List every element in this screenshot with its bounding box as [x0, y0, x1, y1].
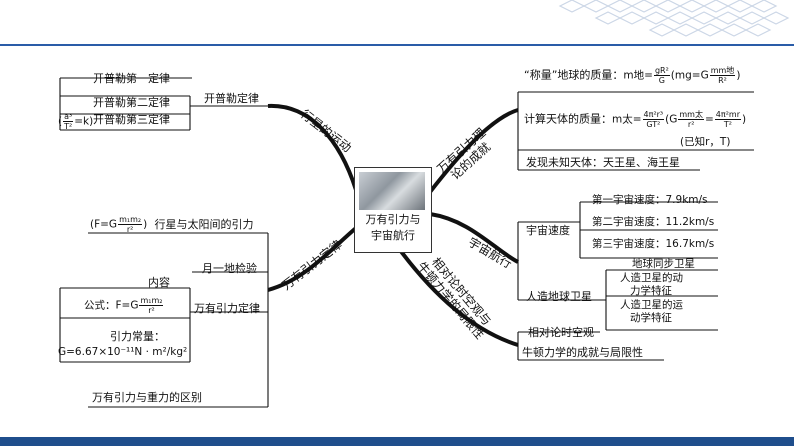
celestial-mass-lhs: m太= [612, 113, 642, 126]
sun-planet-prefix: (F=G [90, 218, 118, 231]
artificial-satellites-node: 人造地球卫星 [526, 290, 592, 303]
weigh-earth-num2: mm地 [709, 66, 736, 76]
celestial-end: ) [741, 113, 747, 126]
satellite-dynamics: 人造卫星的动 力学特征 [620, 272, 683, 298]
weigh-earth-mid: (mg=G [670, 69, 709, 82]
celestial-den3: T² [723, 120, 732, 129]
dynamics-line1: 人造卫星的动 [620, 272, 683, 284]
gravitation-den: r² [148, 306, 155, 315]
weigh-earth-num1: gR² [653, 66, 670, 76]
header-pattern [558, 0, 790, 37]
gravitation-formula-prefix: 公式：F=G [84, 299, 139, 312]
celestial-mid: (G [665, 113, 678, 126]
weigh-earth-den1: G [658, 76, 665, 85]
kepler-second-law: 开普勒第二定律 [93, 96, 170, 109]
kepler-law-node: 开普勒定律 [204, 92, 259, 105]
space-station-image [359, 172, 425, 210]
celestial-num3: 4π²mr [714, 110, 741, 120]
dynamics-line2: 力学特征 [630, 285, 672, 297]
kinematics-line2: 动学特征 [630, 312, 672, 324]
kepler-formula-open: ( [58, 115, 63, 128]
gravitational-constant-label: 引力常量： [110, 330, 165, 343]
discover-unknown-planets: 发现未知天体：天王星、海王星 [526, 156, 680, 169]
relativistic-spacetime: 相对论时空观 [528, 326, 594, 339]
law-content: 内容 [148, 276, 170, 289]
sun-planet-label: 行星与太阳间的引力 [154, 217, 254, 231]
newton-mechanics-limits: 牛顿力学的成就与局限性 [522, 346, 643, 359]
gravitation-num: m₁m₂ [139, 296, 164, 306]
kepler-first-law: 开普勒第一定律 [93, 72, 170, 85]
center-title-line2: 宇宙航行 [371, 229, 415, 242]
weigh-earth-den2: R² [718, 76, 727, 85]
kepler-formula-rest: =k) [74, 115, 94, 128]
satellite-kinematics: 人造卫星的运 动学特征 [620, 299, 683, 325]
gravitation-law-node: 万有引力定律 [194, 302, 260, 315]
moon-earth-test: 月一地检验 [202, 262, 257, 275]
center-title: 万有引力与 宇宙航行 [355, 212, 431, 244]
celestial-num1: 4π²r³ [642, 110, 665, 120]
celestial-eq: = [704, 113, 714, 126]
geosynchronous-satellite: 地球同步卫星 [632, 258, 695, 270]
weigh-earth-lhs: m地= [623, 69, 653, 82]
celestial-den1: GT² [646, 120, 661, 129]
second-cosmic-speed: 第二宇宙速度：11.2km/s [592, 216, 715, 228]
kepler-num: a³ [63, 112, 74, 122]
header-divider [0, 44, 794, 46]
kepler-den: T² [64, 122, 73, 131]
celestial-den2: r² [687, 120, 695, 129]
celestial-num2: mm太 [678, 110, 704, 120]
sun-planet-suffix: ) [143, 218, 148, 231]
center-title-line1: 万有引力与 [365, 213, 421, 226]
first-cosmic-speed: 第一宇宙速度：7.9km/s [592, 194, 708, 206]
cosmic-speed-node: 宇宙速度 [526, 224, 570, 237]
known-r-t: (已知r，T) [680, 136, 731, 148]
weigh-earth-end: ) [736, 69, 741, 82]
kinematics-line1: 人造卫星的运 [620, 299, 683, 311]
gravity-weight-difference: 万有引力与重力的区别 [92, 391, 202, 404]
footer-band [0, 437, 794, 446]
gravitational-constant-value: G=6.67×10⁻¹¹N · m²/kg² [58, 346, 188, 358]
center-node: 万有引力与 宇宙航行 [354, 167, 432, 253]
sun-planet-num: m₁m₂ [118, 215, 143, 225]
sun-planet-den: r² [126, 225, 134, 234]
third-cosmic-speed: 第三宇宙速度：16.7km/s [592, 238, 715, 250]
kepler-third-law: 开普勒第三定律 [93, 113, 170, 126]
header-band [0, 0, 794, 46]
celestial-mass-label: 计算天体的质量： [524, 112, 612, 126]
weigh-earth-label: “称量”地球的质量： [524, 68, 624, 82]
